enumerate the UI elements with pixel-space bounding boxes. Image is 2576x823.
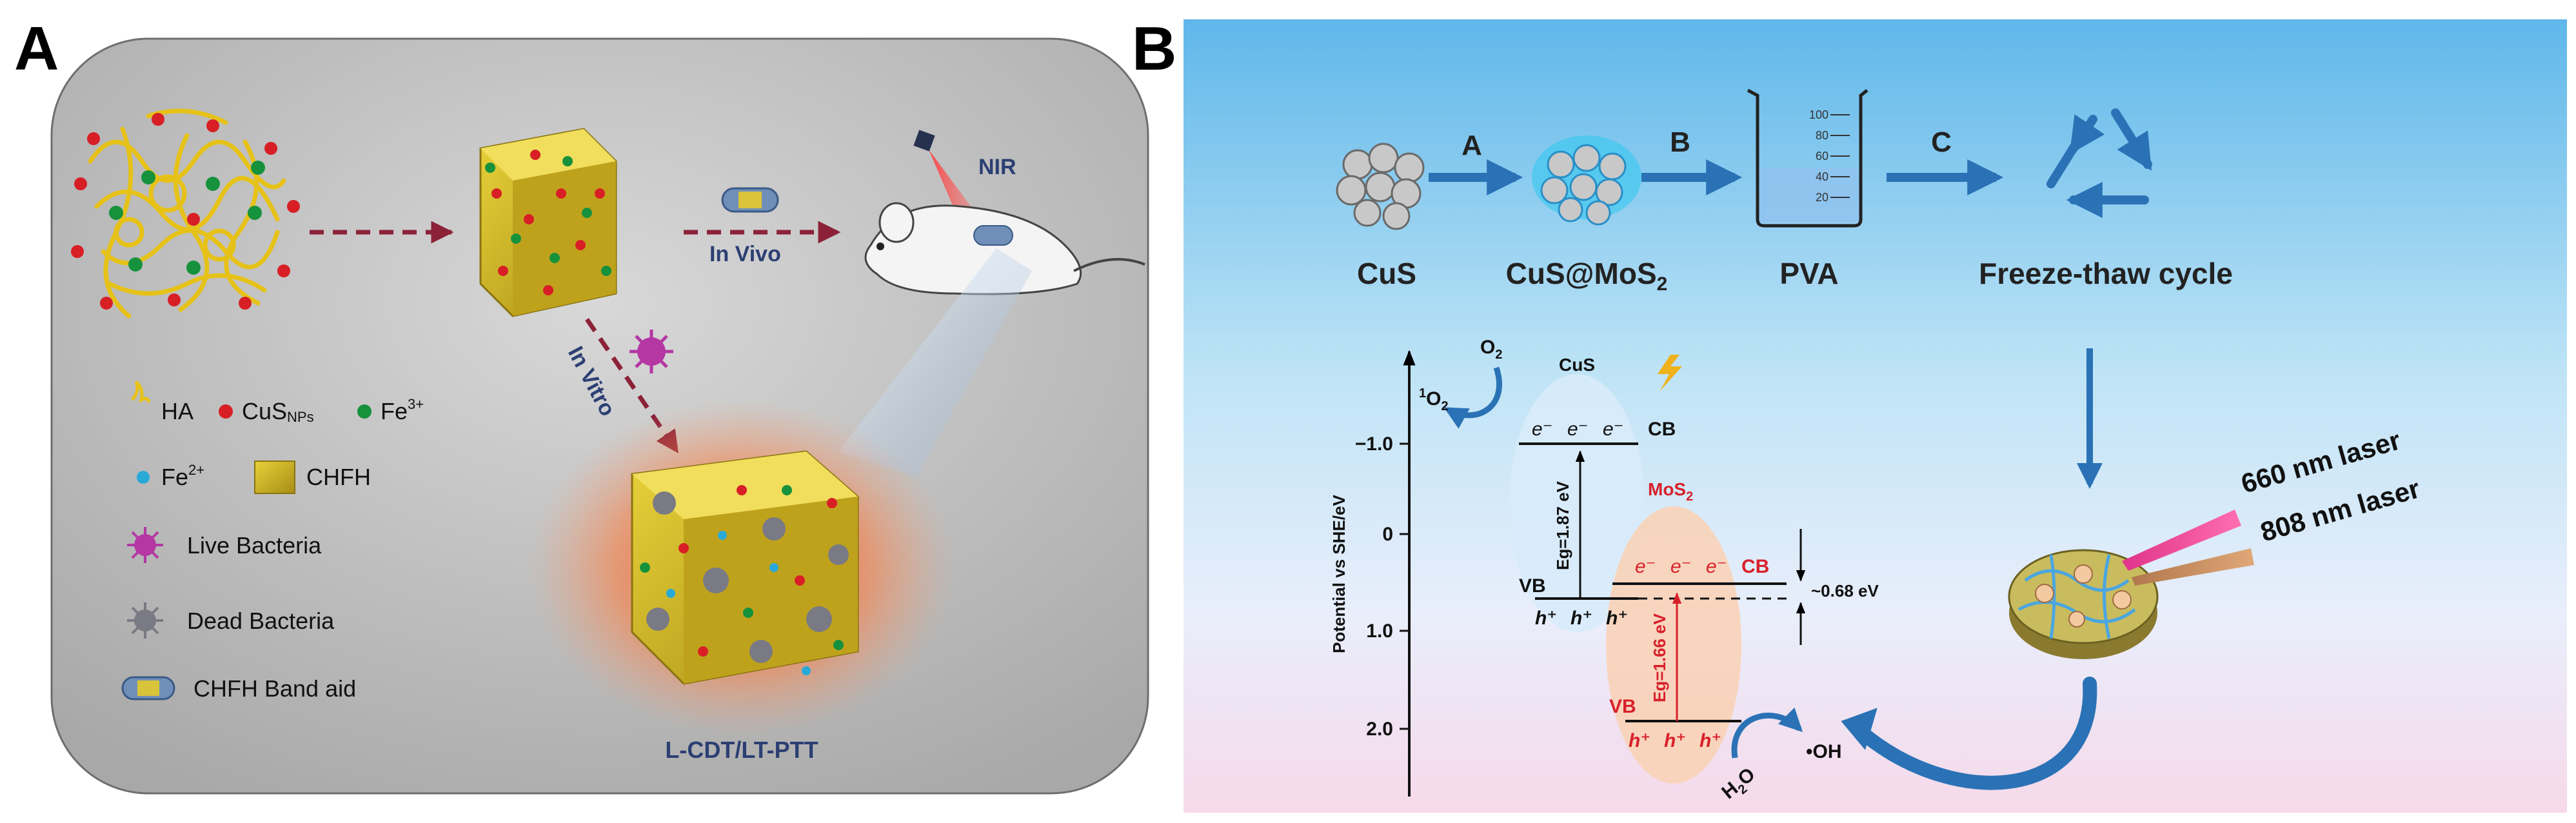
in-vivo-label: In Vivo bbox=[709, 242, 781, 266]
cus-electron-1: e⁻ bbox=[1532, 419, 1553, 440]
panel-a-letter: A bbox=[14, 14, 59, 83]
chfh-cube-top bbox=[479, 128, 617, 317]
panel-b: B CuS A CuS@MoS2 B bbox=[1132, 14, 2567, 813]
legend-fe3: Fe3+ bbox=[381, 396, 424, 424]
mos2-hole-1: h⁺ bbox=[1629, 730, 1650, 751]
cus-hole-3: h⁺ bbox=[1606, 608, 1628, 629]
step-a-label: A bbox=[1461, 130, 1482, 161]
step-b-label: B bbox=[1670, 126, 1690, 158]
freeze-thaw-cycle-icon bbox=[2046, 108, 2152, 218]
ha-dots bbox=[71, 113, 300, 310]
cus-electron-3: e⁻ bbox=[1603, 419, 1624, 440]
beaker-tick-60: 60 bbox=[1816, 150, 1828, 163]
o2-label: O2 bbox=[1480, 337, 1502, 362]
legend-ha-icon bbox=[131, 381, 151, 404]
offset-label: ~0.68 eV bbox=[1811, 581, 1879, 600]
band-tick-1: 1.0 bbox=[1366, 620, 1393, 642]
cus-mos2-particles-icon bbox=[1532, 135, 1641, 226]
mos2-vb-label: VB bbox=[1609, 696, 1636, 717]
cus-electron-2: e⁻ bbox=[1567, 419, 1589, 440]
laser-660-beam bbox=[2122, 510, 2241, 571]
legend-bandaid-icon bbox=[121, 676, 175, 700]
legend-fe3-icon bbox=[357, 404, 372, 419]
beaker-tick-100: 100 bbox=[1809, 108, 1828, 121]
legend-cus-icon bbox=[219, 404, 233, 419]
panel-a: A bbox=[14, 14, 1149, 795]
oh-radical-label: •OH bbox=[1806, 741, 1842, 762]
legend-cus: CuSNPs bbox=[242, 398, 314, 425]
cus-vb-label: VB bbox=[1519, 575, 1546, 597]
pva-beaker-icon: 100 80 60 40 20 bbox=[1747, 88, 1868, 228]
freeze-thaw-label: Freeze-thaw cycle bbox=[1979, 257, 2233, 290]
legend-live: Live Bacteria bbox=[187, 532, 322, 559]
beaker-tick-40: 40 bbox=[1816, 170, 1828, 183]
legend-chfh-icon bbox=[254, 461, 295, 494]
band-tick-0: 0 bbox=[1382, 524, 1393, 545]
cus-mos2-label: CuS@MoS2 bbox=[1506, 257, 1668, 295]
legend-chfh: CHFH bbox=[306, 464, 371, 490]
arrow-return-head bbox=[1841, 708, 1878, 750]
mos2-electron-3: e⁻ bbox=[1706, 556, 1727, 577]
cus-band-label: CuS bbox=[1559, 355, 1595, 375]
legend-fe2: Fe2+ bbox=[161, 462, 204, 490]
mos2-eg-label: Eg=1.66 eV bbox=[1650, 613, 1669, 702]
band-y-label: Potential vs SHE/eV bbox=[1329, 495, 1349, 653]
beaker-tick-20: 20 bbox=[1816, 191, 1828, 204]
live-bacterium-icon bbox=[629, 330, 673, 373]
mos2-band-label: MoS2 bbox=[1648, 479, 1693, 504]
band-diagram: −1.0 0 1.0 2.0 Potential vs SHE/eV CuS e… bbox=[1329, 337, 1879, 803]
cus-label: CuS bbox=[1357, 257, 1416, 290]
cus-eg-label: Eg=1.87 eV bbox=[1553, 481, 1572, 570]
legend-fe2-icon bbox=[137, 471, 150, 484]
bandaid-small-icon bbox=[721, 187, 779, 213]
legend-bandaid: CHFH Band aid bbox=[193, 675, 356, 702]
result-label: L-CDT/LT-PTT bbox=[665, 737, 818, 763]
legend: HA CuSNPs Fe3+ Fe2+ CHFH Live Bacteria bbox=[121, 381, 424, 702]
cus-cb-label: CB bbox=[1648, 419, 1676, 440]
pva-label: PVA bbox=[1779, 257, 1838, 290]
hydrogel-disc-icon bbox=[2008, 549, 2159, 659]
legend-dead: Dead Bacteria bbox=[187, 608, 335, 634]
arrow-in-vitro bbox=[585, 318, 679, 453]
laser-808-beam bbox=[2132, 548, 2254, 586]
band-tick-2: 2.0 bbox=[1366, 719, 1393, 740]
mos2-band-region bbox=[1606, 506, 1741, 784]
legend-live-icon bbox=[127, 527, 163, 563]
cus-particles-icon bbox=[1336, 143, 1425, 230]
cus-hole-1: h⁺ bbox=[1535, 608, 1557, 629]
mos2-electron-2: e⁻ bbox=[1670, 556, 1692, 577]
panel-b-background bbox=[1184, 19, 2567, 813]
step-c-label: C bbox=[1931, 126, 1952, 158]
chfh-cube-treated bbox=[631, 450, 859, 685]
panel-b-letter: B bbox=[1132, 14, 1176, 83]
light-beam bbox=[838, 248, 1032, 477]
mos2-hole-2: h⁺ bbox=[1664, 730, 1686, 751]
cus-hole-2: h⁺ bbox=[1570, 608, 1592, 629]
nir-label: NIR bbox=[978, 155, 1016, 179]
mos2-hole-3: h⁺ bbox=[1699, 730, 1721, 751]
singlet-o2-label: 1O2 bbox=[1419, 386, 1449, 413]
legend-ha: HA bbox=[161, 398, 193, 424]
arrow-return bbox=[1850, 677, 2097, 790]
beaker-tick-80: 80 bbox=[1816, 129, 1828, 142]
band-tick-neg1: −1.0 bbox=[1355, 433, 1393, 455]
mos2-cb-label: CB bbox=[1741, 556, 1769, 577]
h2o-conversion-arrow bbox=[1731, 707, 1803, 759]
mos2-electron-1: e⁻ bbox=[1635, 556, 1656, 577]
legend-dead-icon bbox=[127, 602, 163, 639]
lightning-icon bbox=[1658, 355, 1682, 391]
cus-band-region bbox=[1509, 374, 1645, 632]
o2-conversion-arrow bbox=[1443, 366, 1502, 429]
